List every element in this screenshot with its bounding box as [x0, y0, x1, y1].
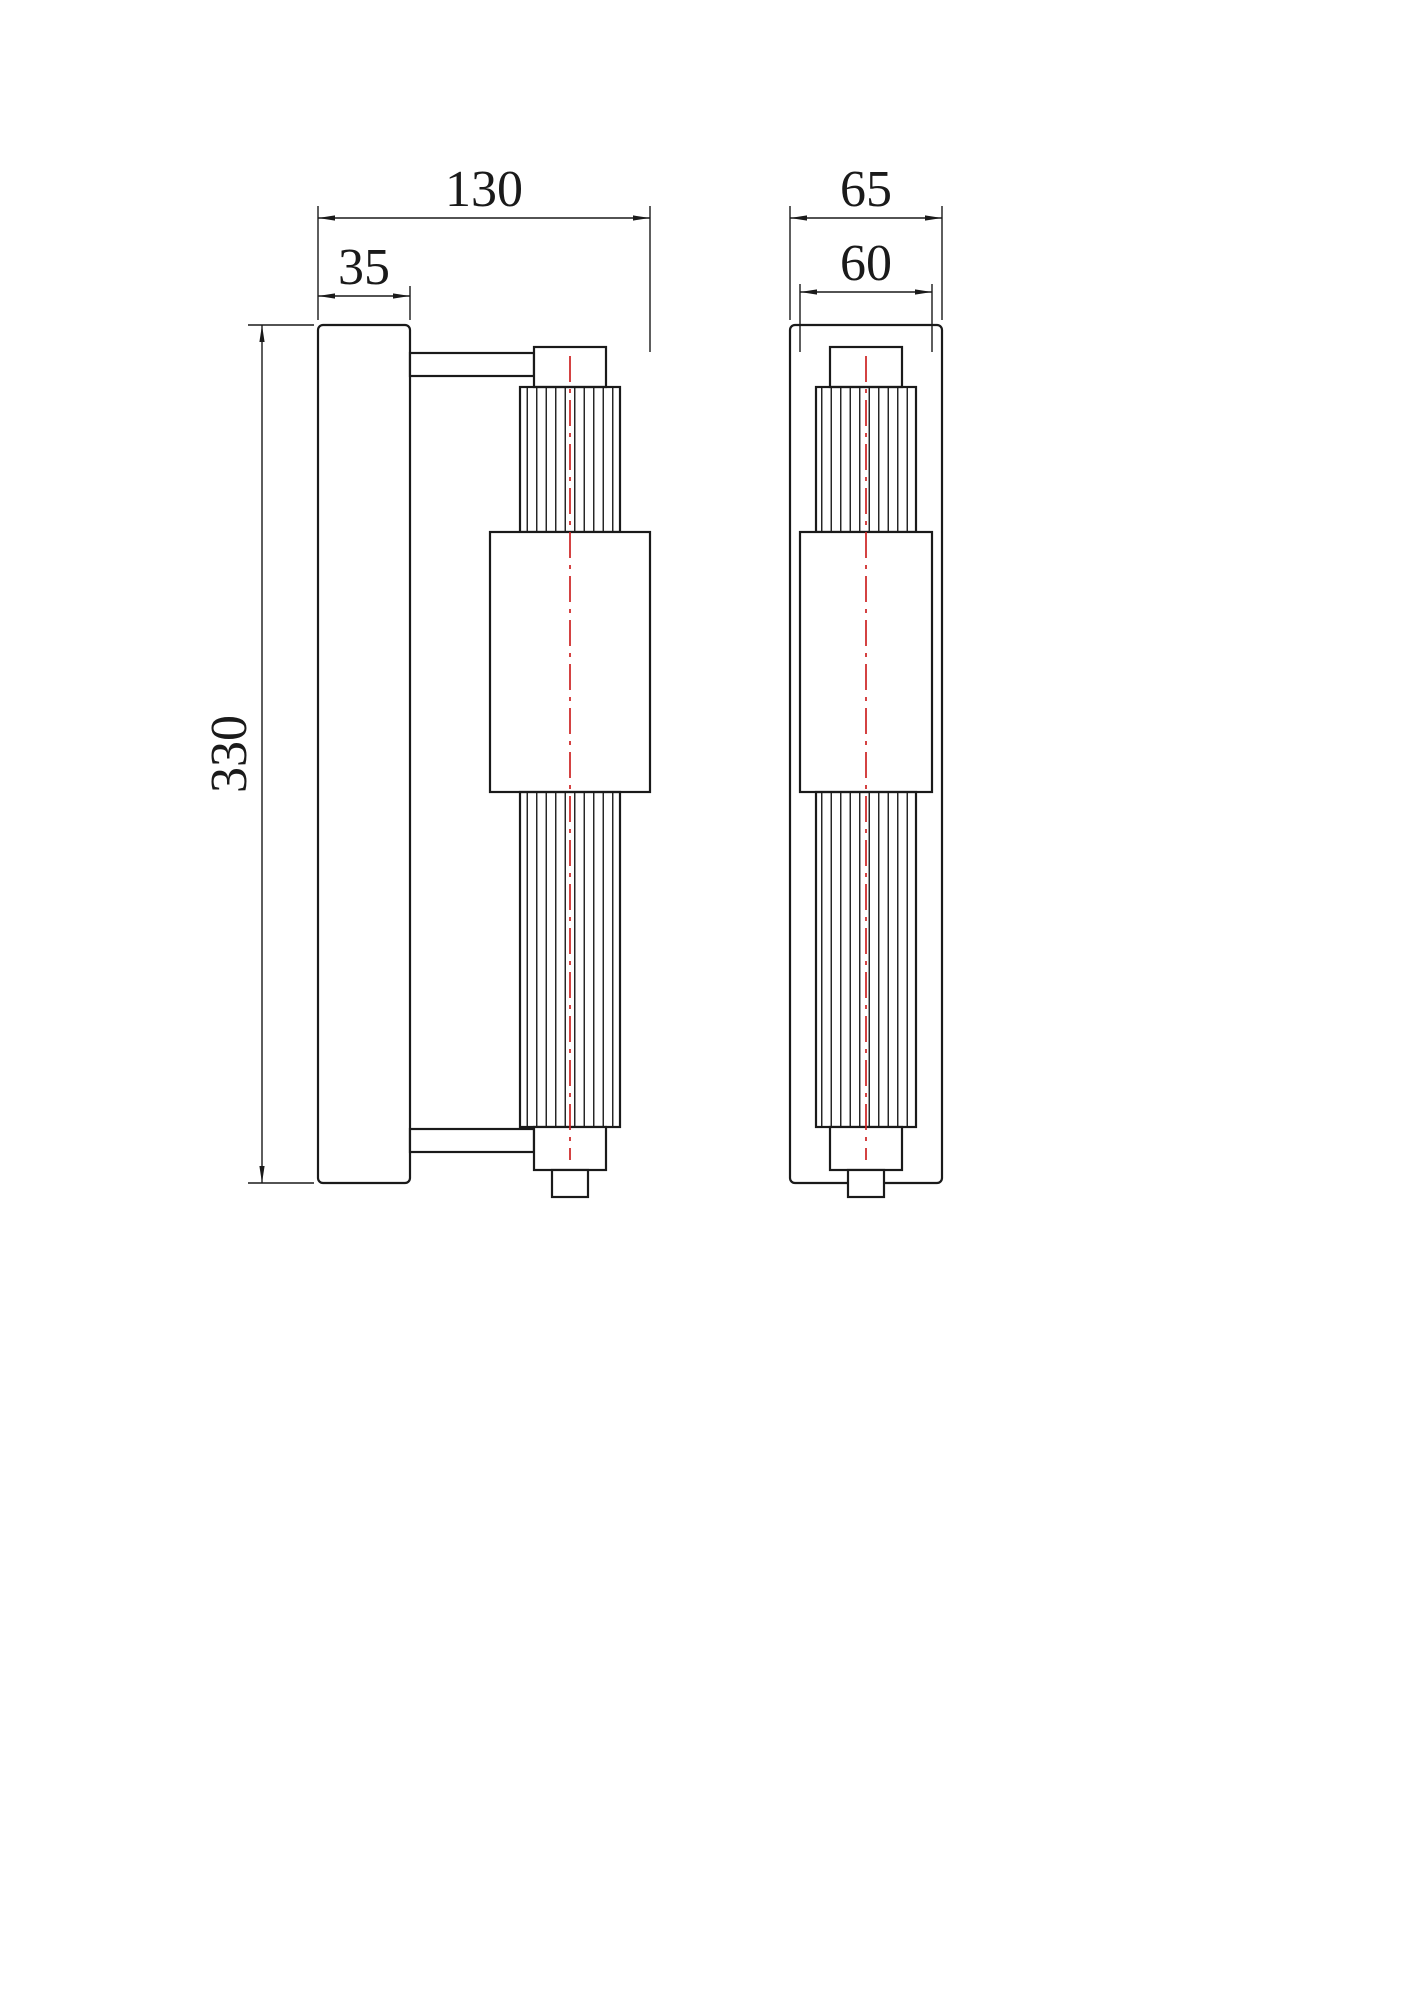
top-arm	[408, 351, 536, 378]
wall-plate-side	[316, 323, 412, 1185]
dimension-lines	[248, 206, 943, 1184]
middle-shade-front	[798, 530, 934, 794]
dim-label-height-330: 330	[201, 715, 258, 793]
dim-label-width-65: 65	[840, 161, 892, 218]
centerlines	[569, 356, 867, 1160]
bottom-arm	[408, 1127, 536, 1154]
side-view	[316, 323, 652, 1199]
bottom-stub-side	[550, 1168, 590, 1199]
dim-label-shade-60: 60	[840, 235, 892, 292]
dimension-labels: 130 35 330 65 60	[201, 161, 892, 793]
dim-label-depth-130: 130	[445, 161, 523, 218]
bottom-stub-front	[846, 1168, 886, 1199]
dim-label-plate-35: 35	[338, 239, 390, 296]
